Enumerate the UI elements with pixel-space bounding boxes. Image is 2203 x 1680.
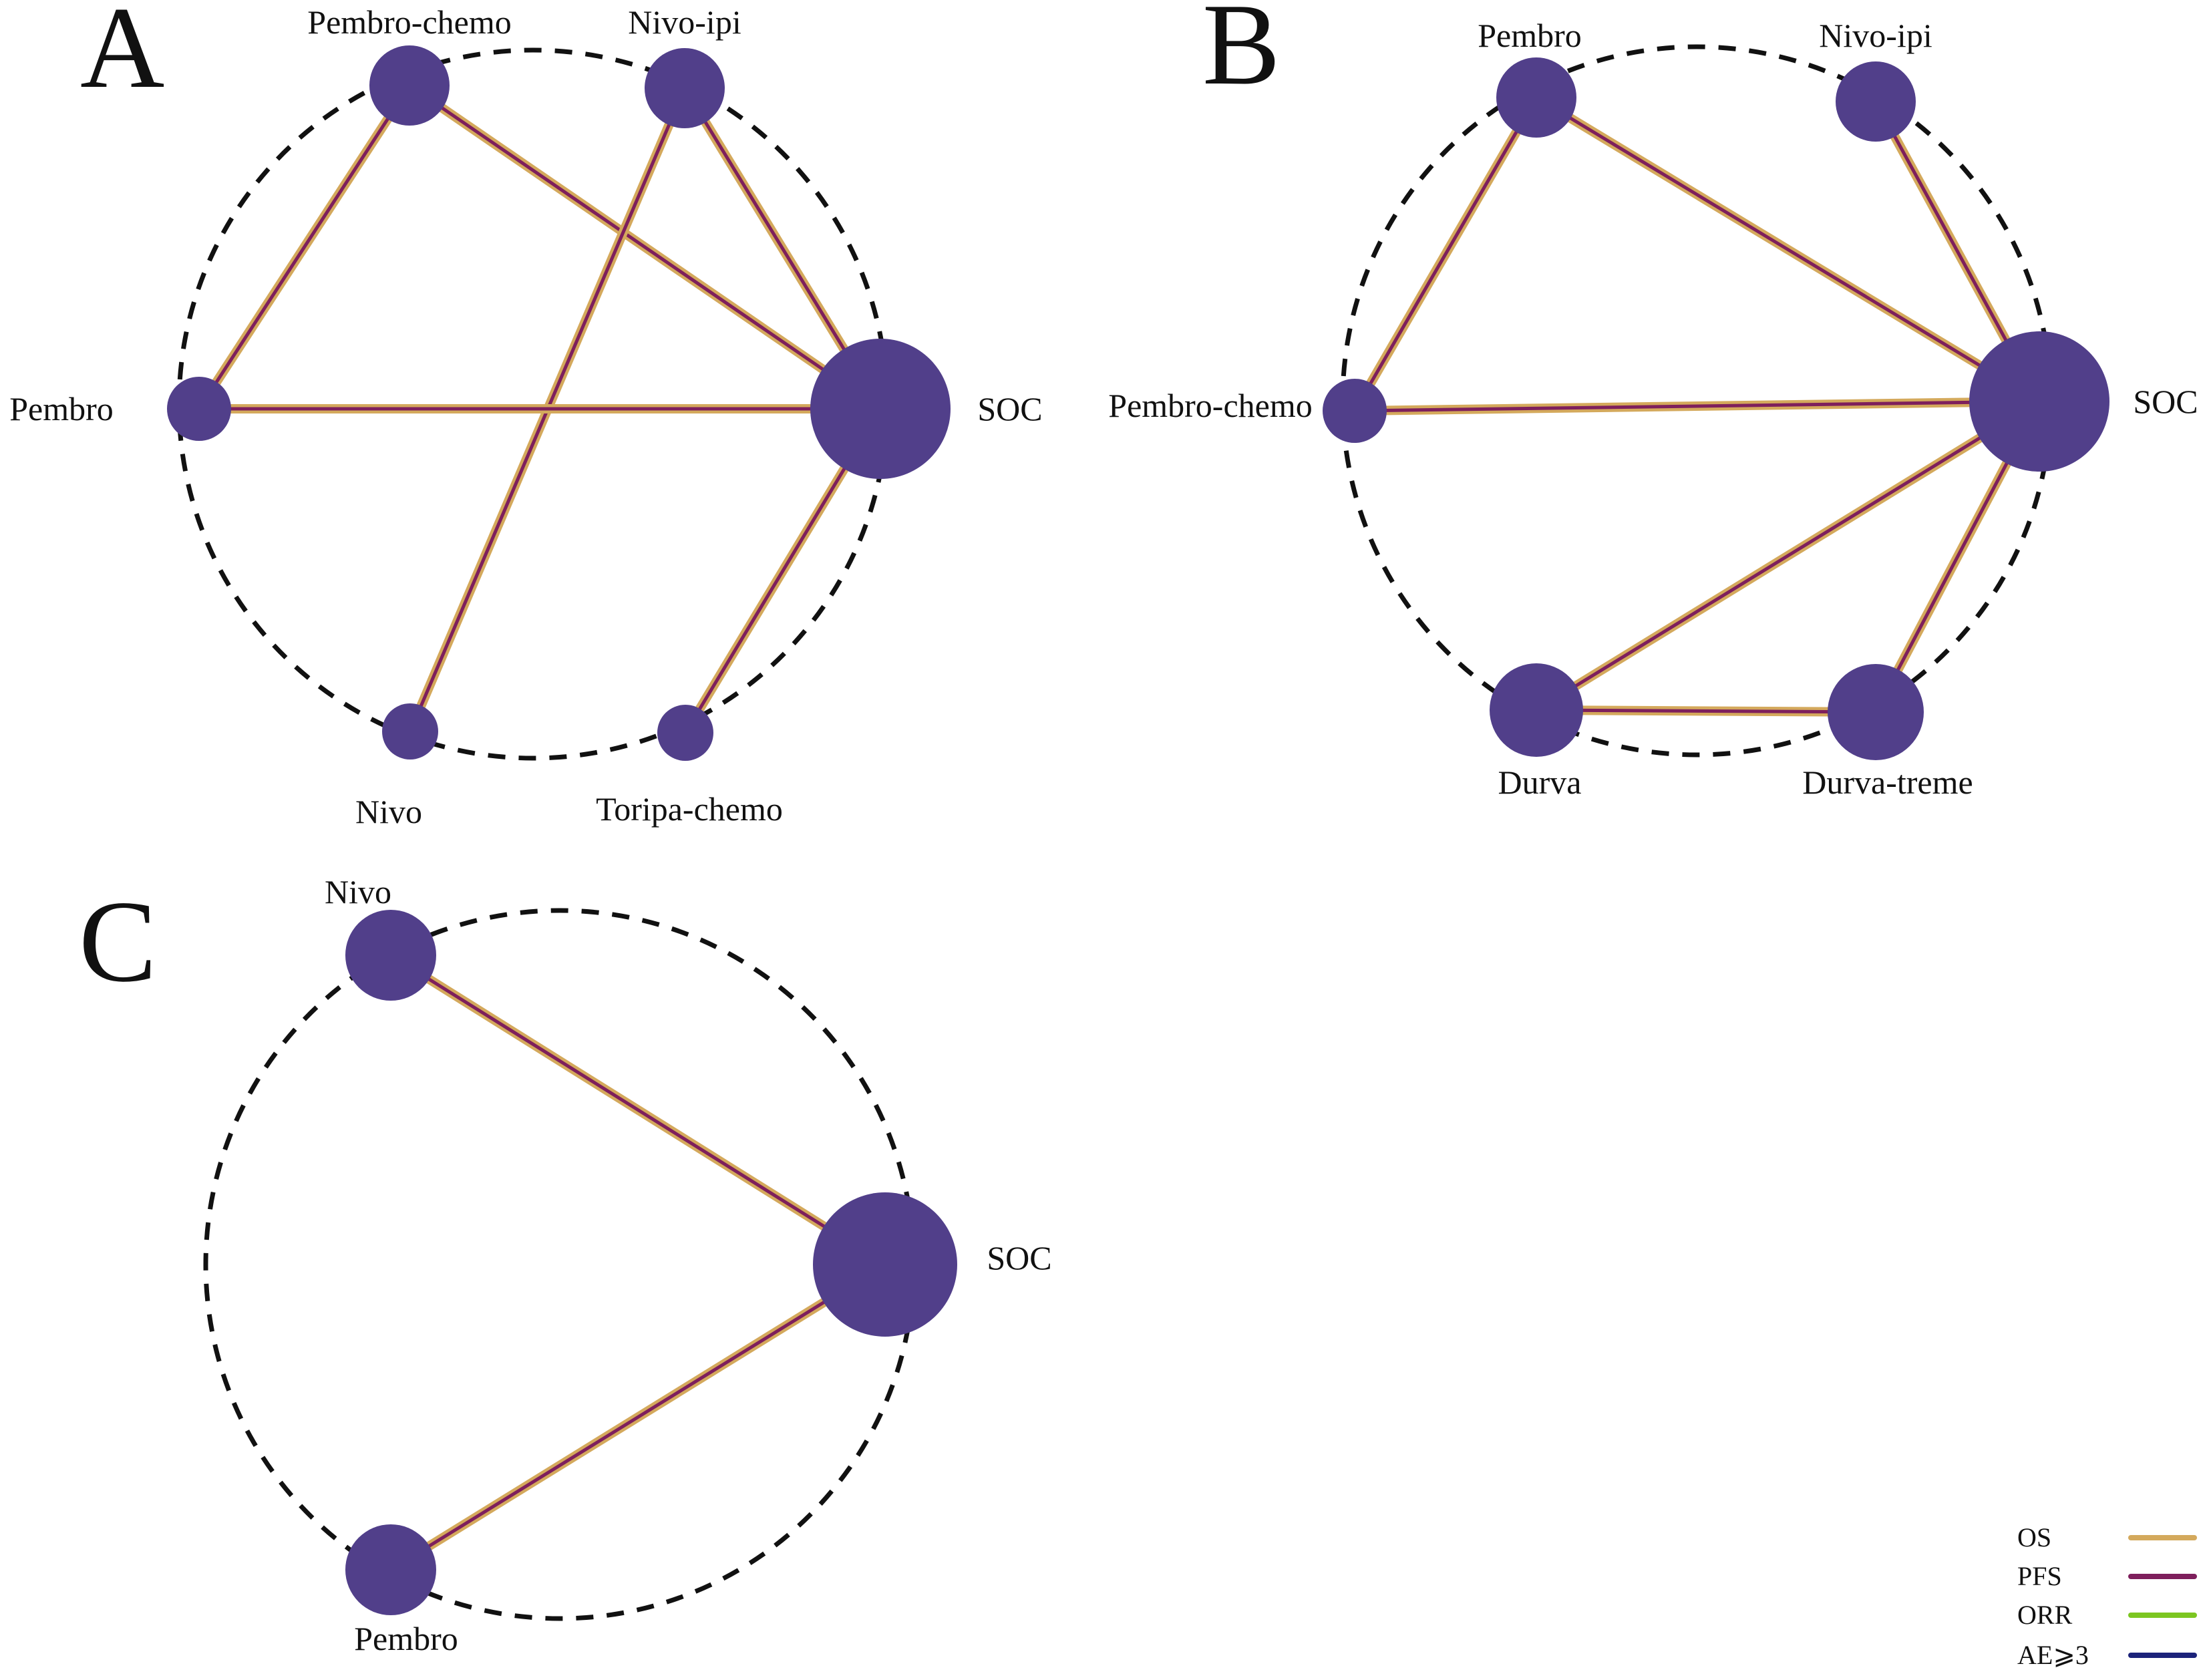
panel-b-label: B [1202, 0, 1281, 109]
edge-pembro-chemo-pembro [195, 83, 413, 411]
edge-pembro-pembro-chemo [1350, 95, 1541, 413]
panel-c-ring [203, 908, 916, 1621]
node-label-nivo-ipi: Nivo-ipi [628, 3, 741, 41]
legend-label-pfs: PFS [2017, 1561, 2062, 1591]
edge-pembro-soc [1534, 94, 2042, 405]
edge-pfs-line [197, 84, 411, 410]
panel-c-nodes [345, 910, 957, 1615]
edge-pfs-line [389, 1263, 886, 1572]
node-nivo [345, 910, 436, 1001]
node-soc [813, 1192, 957, 1337]
panel-c-edges [388, 951, 888, 1574]
node-soc [1969, 331, 2109, 472]
panel-b-network: B [1108, 0, 2198, 801]
legend-item-ae3: AE⩾3 [2017, 1640, 2197, 1670]
edge-pembro-chemo-soc [407, 81, 883, 413]
node-toripa-chemo [657, 705, 713, 761]
node-label-durva-treme: Durva-treme [1802, 764, 1973, 801]
legend-label-os: OS [2017, 1522, 2051, 1552]
edge-soc-durva [1534, 397, 2042, 714]
node-pembro [1496, 57, 1576, 138]
node-soc [810, 339, 951, 479]
panel-b-nodes [1323, 57, 2109, 760]
edge-durva-durva-treme [1536, 705, 1876, 717]
legend-item-os: OS [2017, 1522, 2197, 1552]
edge-pfs-line [1535, 399, 2041, 712]
edge-pfs-line [1353, 96, 1538, 412]
legend-label-orr: ORR [2017, 1600, 2073, 1630]
node-label-durva: Durva [1498, 764, 1582, 801]
panel-b-node-labels: Pembro Nivo-ipi Pembro-chemo SOC Durva D… [1108, 17, 2198, 801]
node-durva [1490, 663, 1583, 757]
node-label-soc: SOC [977, 390, 1042, 428]
node-label-nivo: Nivo [325, 873, 391, 910]
panel-c-label: C [79, 876, 157, 1006]
edge-pfs-line [1536, 708, 1876, 714]
node-pembro-chemo [1323, 379, 1387, 443]
panel-a-edges [195, 81, 884, 735]
edge-soc-pembro [388, 1261, 888, 1574]
edge-pembro-chemo-soc [1354, 397, 2040, 415]
node-label-pembro: Pembro [1478, 17, 1582, 54]
node-label-pembro: Pembro [354, 1620, 458, 1657]
node-label-soc: SOC [2133, 383, 2198, 420]
edge-pfs-line [1354, 399, 2040, 413]
panel-c-node-labels: Nivo SOC Pembro [325, 873, 1052, 1657]
node-label-soc: SOC [987, 1239, 1051, 1277]
legend-label-ae3: AE⩾3 [2017, 1640, 2089, 1670]
panel-a-label: A [80, 0, 164, 112]
node-nivo-ipi [1836, 61, 1916, 142]
legend-item-orr: ORR [2017, 1600, 2197, 1630]
outcome-legend: OS PFS ORR AE⩾3 [2017, 1522, 2197, 1670]
node-pembro [345, 1524, 436, 1615]
node-pembro [167, 377, 231, 441]
node-label-nivo-ipi: Nivo-ipi [1819, 17, 1932, 54]
panel-a-nodes [167, 45, 951, 761]
node-label-pembro: Pembro [9, 390, 114, 428]
node-durva-treme [1828, 664, 1924, 760]
edge-pfs-line [1535, 96, 2041, 403]
edge-pfs-line [408, 83, 882, 411]
node-label-pembro-chemo: Pembro-chemo [1108, 387, 1312, 424]
node-label-pembro-chemo: Pembro-chemo [307, 3, 511, 41]
node-pembro-chemo [369, 45, 450, 126]
panel-c-network: C Nivo SOC Pembro [79, 873, 1052, 1657]
node-nivo-ipi [645, 48, 725, 128]
node-nivo [382, 703, 438, 760]
edge-nivo-soc [388, 951, 888, 1269]
panel-a-node-labels: Pembro-chemo Nivo-ipi Pembro SOC Nivo To… [9, 3, 1042, 830]
panel-b-edges [1350, 94, 2044, 717]
legend-item-pfs: PFS [2017, 1561, 2197, 1591]
node-label-nivo: Nivo [355, 793, 422, 830]
panel-a-network: A [9, 0, 1042, 830]
edge-pfs-line [389, 953, 886, 1267]
node-label-toripa-chemo: Toripa-chemo [596, 790, 783, 828]
